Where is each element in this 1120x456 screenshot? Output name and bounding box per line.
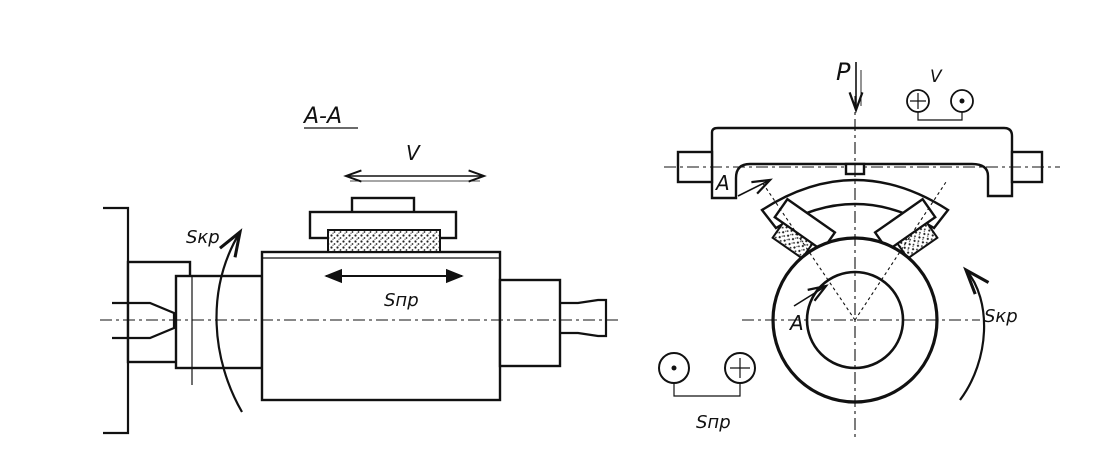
a-arrow-bottom: [793, 286, 826, 307]
section-label: A-A: [302, 104, 342, 129]
arc-shoe: [760, 178, 950, 230]
right-journal: [498, 278, 562, 368]
a-label-top: A: [714, 171, 730, 195]
s-kr-arrow-left: [215, 232, 243, 413]
workpiece: [260, 250, 502, 402]
s-pr-label-left: Sпр: [384, 290, 419, 311]
s-kr-label-right: Sкр: [984, 306, 1018, 327]
a-arrow-top: [737, 180, 770, 197]
s-kr-arrow-right: [959, 270, 984, 401]
abrasive-stone: [327, 229, 441, 253]
v-label-left: V: [406, 141, 421, 165]
left-view: [100, 127, 620, 435]
p-force-label: P: [836, 58, 851, 86]
s-kr-label-left: Sкр: [186, 227, 220, 248]
s-pr-label-right: Sпр: [696, 412, 731, 433]
a-label-bottom: A: [788, 311, 804, 335]
left-stone-holder: [771, 197, 837, 260]
right-center-tip: [560, 298, 608, 338]
right-view: [658, 62, 1060, 440]
v-label-right: V: [930, 67, 943, 87]
